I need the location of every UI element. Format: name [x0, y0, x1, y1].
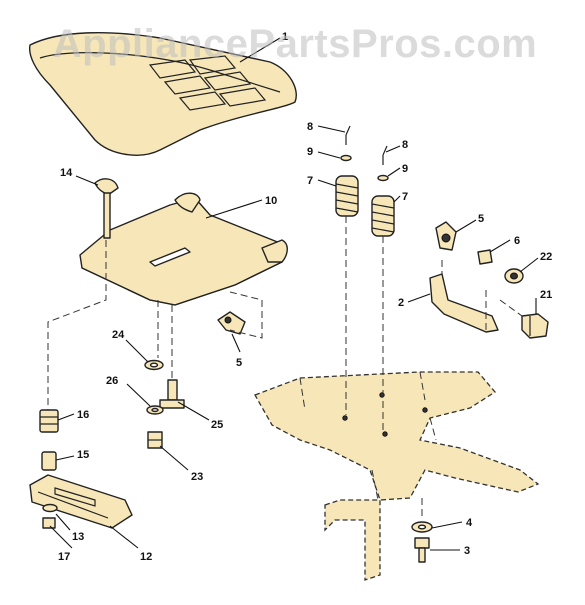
- seat-clip: [217, 291, 263, 339]
- callout-4: 4: [466, 517, 473, 529]
- seat-cushion-pads: [148, 55, 267, 111]
- nut-6: [477, 249, 493, 265]
- callout-9-right: 9: [402, 163, 408, 175]
- callout-5-switch: 5: [478, 213, 484, 225]
- spring-left: [335, 175, 359, 217]
- seat-switch-5: [435, 221, 457, 251]
- callout-2: 2: [398, 297, 404, 309]
- frame-hole: [382, 431, 388, 437]
- callout-17: 17: [58, 551, 70, 563]
- leader-lines: [49, 37, 539, 551]
- frame-hole: [342, 415, 348, 421]
- callout-25: 25: [211, 419, 223, 431]
- callout-21: 21: [540, 289, 552, 301]
- callout-26: 26: [106, 375, 118, 387]
- callout-7-right: 7: [402, 191, 408, 203]
- nut-23: [147, 431, 163, 449]
- bracket-2: [429, 260, 523, 333]
- washer-13: [42, 503, 58, 513]
- knob-21: [521, 313, 549, 339]
- callout-16: 16: [77, 409, 89, 421]
- bolt-3: [414, 537, 430, 563]
- callout-22: 22: [540, 251, 552, 263]
- callout-13: 13: [72, 531, 84, 543]
- callout-6: 6: [514, 235, 520, 247]
- callout-12: 12: [140, 551, 152, 563]
- pivot-rod: [94, 178, 119, 239]
- callout-3: 3: [464, 545, 470, 557]
- callout-24: 24: [112, 329, 125, 341]
- washer-9-left: [340, 154, 352, 162]
- spring-right: [371, 195, 395, 237]
- nut-17: [42, 517, 56, 529]
- frame-hole: [422, 407, 428, 413]
- callout-8-right: 8: [402, 139, 408, 151]
- spacer-15: [41, 451, 57, 471]
- callout-5-clip: 5: [236, 357, 242, 369]
- knob-22: [504, 268, 524, 284]
- seat-pan: [79, 192, 288, 306]
- callout-8-left: 8: [307, 121, 313, 133]
- callout-labels: 1 10 14 8 9 7 8 9 7 5 6 22 21 2 5 24 26 …: [58, 31, 552, 563]
- washer-9-right: [377, 174, 389, 182]
- callout-14: 14: [60, 167, 73, 179]
- slide-bracket: [29, 474, 133, 529]
- callout-7-left: 7: [307, 175, 313, 187]
- callout-1: 1: [282, 31, 288, 43]
- callout-23: 23: [191, 471, 203, 483]
- tractor-frame: [254, 371, 540, 581]
- frame-hole: [379, 392, 385, 398]
- seat: [28, 31, 297, 156]
- callout-9-left: 9: [307, 146, 313, 158]
- callout-15: 15: [77, 449, 89, 461]
- bushing-16: [39, 409, 59, 433]
- callout-10: 10: [265, 195, 277, 207]
